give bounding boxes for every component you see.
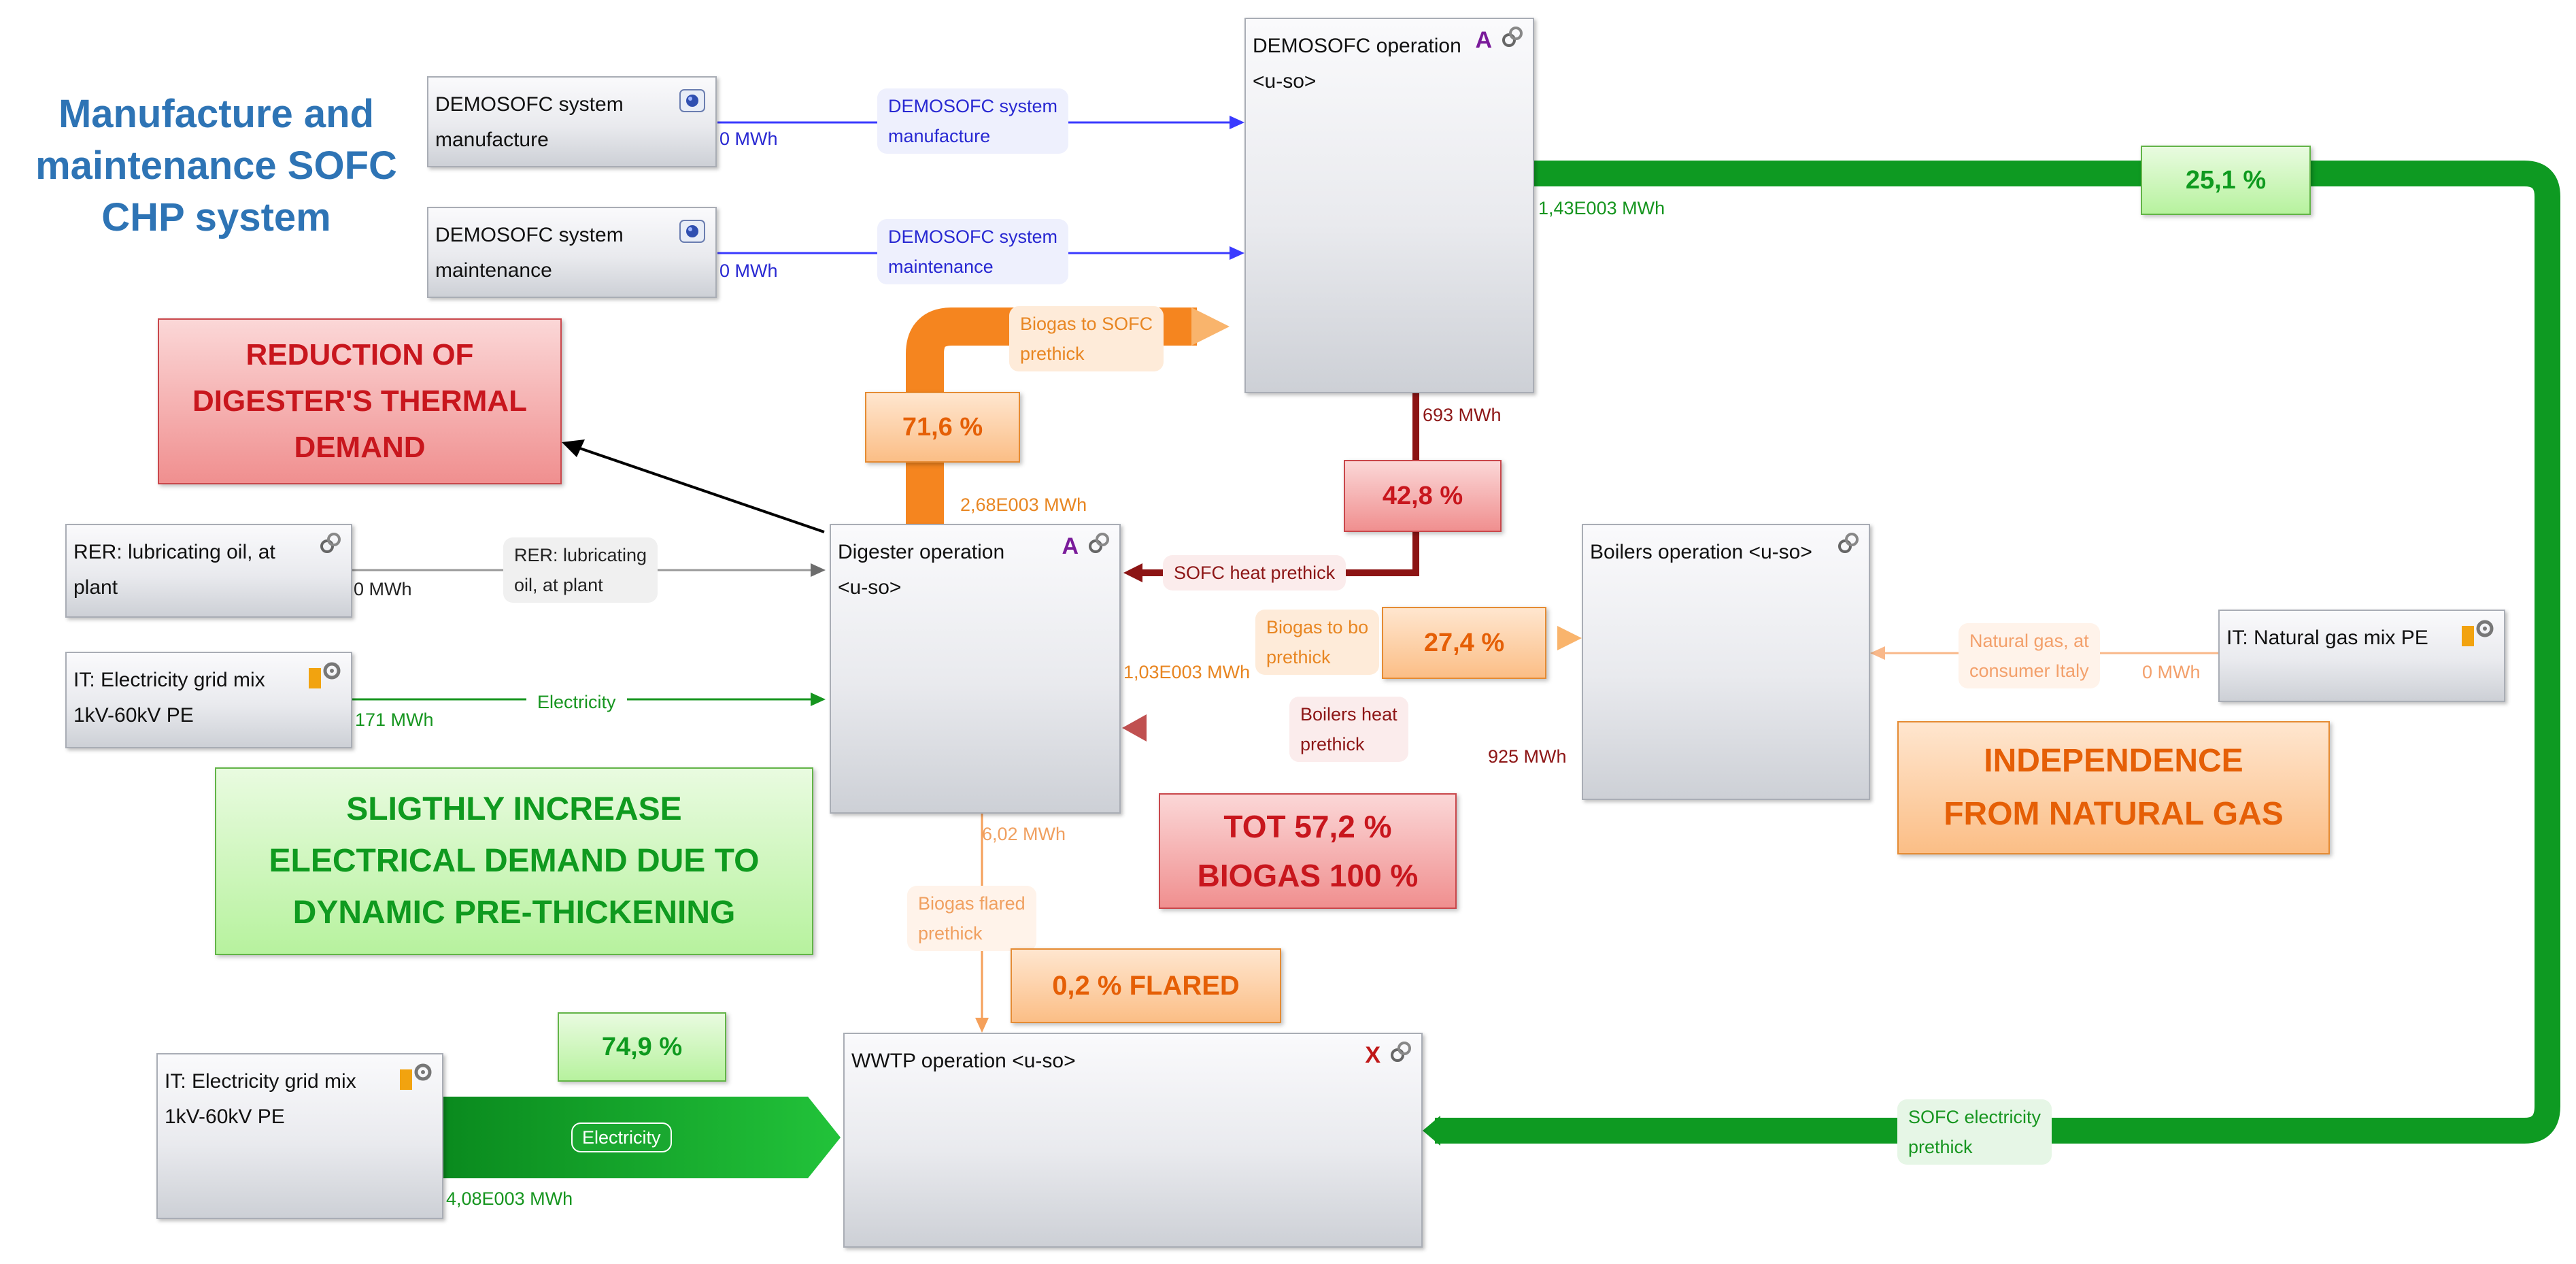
sofc-electricity-arrowhead xyxy=(1423,1116,1440,1146)
percent-sofc-heat: 42,8 % xyxy=(1344,460,1502,532)
gear-icon xyxy=(309,662,341,688)
process-boilers[interactable]: Boilers operation <u-so> xyxy=(1582,524,1870,800)
link-icon xyxy=(1089,533,1109,553)
link-icon xyxy=(1838,533,1859,553)
biogas-sofc-arrowhead xyxy=(1191,307,1230,346)
process-label: DEMOSOFC system maintenance xyxy=(435,224,624,282)
callout-tot-biogas: TOT 57,2 % BIOGAS 100 % xyxy=(1159,793,1457,909)
percent-biogas-to-boilers: 27,4 % xyxy=(1382,607,1546,679)
flow-label-grid-electricity: Electricity xyxy=(526,684,627,720)
process-label: RER: lubricating oil, at plant xyxy=(73,541,275,599)
flow-label-boilers-heat: Boilers heat prethick xyxy=(1289,697,1408,762)
process-label: DEMOSOFC system manufacture xyxy=(435,93,624,151)
process-digester[interactable]: Digester operation <u-so> A xyxy=(830,524,1121,814)
process-label: WWTP operation <u-so> xyxy=(851,1050,1076,1072)
flow-amount-sofc-heat: 693 MWh xyxy=(1423,405,1502,425)
flow-biogas-to-sofc xyxy=(906,307,1197,524)
process-sofc-maintenance[interactable]: DEMOSOFC system maintenance xyxy=(427,207,717,298)
database-icon xyxy=(679,220,705,243)
flow-amount-natural-gas: 0 MWh xyxy=(2142,662,2201,682)
flow-label-natural-gas: Natural gas, at consumer Italy xyxy=(1959,623,2100,688)
callout-thermal-demand: REDUCTION OF DIGESTER'S THERMAL DEMAND xyxy=(158,318,562,484)
exclude-icon: X xyxy=(1365,1042,1380,1068)
flow-amount-manufacture: 0 MWh xyxy=(719,129,778,149)
link-icon xyxy=(1502,27,1523,47)
callout-flared: 0,2 % FLARED xyxy=(1011,948,1281,1023)
gear-icon xyxy=(2462,620,2494,646)
process-label: Boilers operation <u-so> xyxy=(1590,541,1812,563)
flow-label-biogas-to-boilers: Biogas to bo prethick xyxy=(1255,610,1380,675)
flow-amount-lubricating-oil: 0 MWh xyxy=(354,579,412,599)
flow-label-maintenance: DEMOSOFC system maintenance xyxy=(877,219,1069,284)
link-icon xyxy=(1391,1042,1411,1062)
process-grid-mix-top[interactable]: IT: Electricity grid mix 1kV-60kV PE xyxy=(65,652,352,748)
sofc-heat-arrowhead xyxy=(1123,563,1142,582)
process-natural-gas[interactable]: IT: Natural gas mix PE xyxy=(2218,610,2505,702)
process-label: Digester operation <u-so> xyxy=(838,541,1005,599)
flow-label-biogas-to-sofc: Biogas to SOFC prethick xyxy=(1009,306,1164,371)
gear-icon xyxy=(400,1063,432,1090)
flow-amount-grid-to-wwtp: 4,08E003 MWh xyxy=(446,1188,573,1209)
database-icon xyxy=(679,89,705,112)
flow-amount-grid-electricity: 171 MWh xyxy=(355,710,434,730)
process-lubricating-oil[interactable]: RER: lubricating oil, at plant xyxy=(65,524,352,618)
callout-electrical-demand: SLIGTHLY INCREASE ELECTRICAL DEMAND DUE … xyxy=(215,767,813,955)
flow-sofc-electricity xyxy=(1435,161,2560,1144)
flow-label-manufacture: DEMOSOFC system manufacture xyxy=(877,88,1069,154)
flow-label-sofc-electricity-in: SOFC electricity prethick xyxy=(1897,1099,2052,1165)
process-wwtp[interactable]: WWTP operation <u-so> X xyxy=(843,1033,1423,1248)
flow-label-lubricating-oil: RER: lubricating oil, at plant xyxy=(503,537,658,603)
flow-amount-biogas-to-sofc: 2,68E003 MWh xyxy=(960,495,1087,515)
percent-grid-to-wwtp: 74,9 % xyxy=(558,1012,726,1082)
percent-sofc-electricity: 25,1 % xyxy=(2141,146,2311,215)
flow-amount-boilers-heat: 925 MWh xyxy=(1488,746,1567,767)
biogas-boilers-arrowhead xyxy=(1557,626,1582,650)
flow-amount-biogas-to-boilers: 1,03E003 MWh xyxy=(1123,662,1251,682)
allocation-icon: A xyxy=(1062,533,1079,559)
process-label: DEMOSOFC operation <u-so> xyxy=(1253,35,1461,93)
process-grid-mix-bottom[interactable]: IT: Electricity grid mix 1kV-60kV PE xyxy=(156,1053,443,1219)
link-icon xyxy=(320,533,341,553)
flow-label-biogas-flared: Biogas flared prethick xyxy=(907,886,1036,951)
percent-biogas-to-sofc: 71,6 % xyxy=(865,392,1020,463)
annotation-arrow xyxy=(562,439,825,533)
process-label: IT: Electricity grid mix 1kV-60kV PE xyxy=(73,669,265,727)
flow-label-sofc-heat: SOFC heat prethick xyxy=(1163,555,1346,591)
process-sofc-manufacture[interactable]: DEMOSOFC system manufacture xyxy=(427,76,717,167)
flow-amount-biogas-flared: 6,02 MWh xyxy=(982,824,1066,844)
allocation-icon: A xyxy=(1475,27,1492,53)
boilers-heat-arrowhead xyxy=(1122,714,1147,742)
process-sofc-operation[interactable]: DEMOSOFC operation <u-so> A xyxy=(1244,18,1534,393)
callout-independence: INDEPENDENCE FROM NATURAL GAS xyxy=(1897,721,2330,854)
process-label: IT: Natural gas mix PE xyxy=(2226,627,2428,649)
flow-amount-sofc-electricity: 1,43E003 MWh xyxy=(1538,198,1665,218)
process-label: IT: Electricity grid mix 1kV-60kV PE xyxy=(165,1070,356,1128)
flow-label-grid-to-wwtp: Electricity xyxy=(571,1122,672,1152)
section-heading: Manufacture and maintenance SOFC CHP sys… xyxy=(35,92,397,239)
flow-amount-maintenance: 0 MWh xyxy=(719,261,778,281)
